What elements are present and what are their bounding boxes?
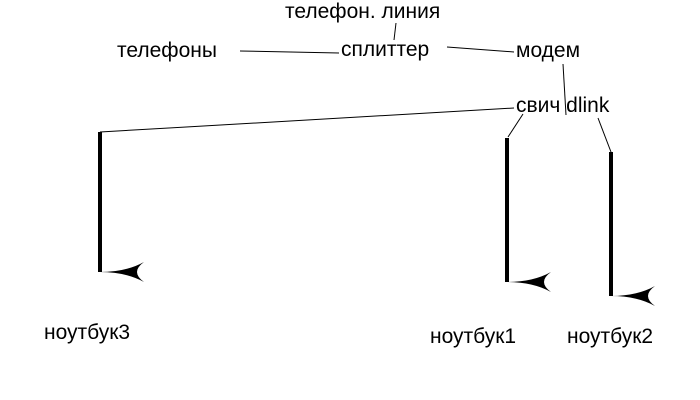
edge-phones-to-splitter: [239, 50, 340, 54]
edge-modem-to-switch: [562, 63, 567, 116]
edge-phone-line-to-splitter: [393, 22, 397, 41]
edge-splitter-to-modem: [446, 46, 515, 53]
edge-switch-to-laptop2: [597, 117, 612, 153]
node-laptop3: ноутбук3: [44, 321, 131, 344]
node-splitter: сплиттер: [341, 38, 430, 61]
node-phone-line: телефон. линия: [285, 0, 441, 23]
node-switch: свич dlink: [516, 94, 610, 117]
node-modem: модем: [516, 39, 581, 62]
edge-switch-to-laptop3: [99, 107, 515, 133]
node-laptop1: ноутбук1: [430, 325, 517, 348]
node-phones: телефоны: [117, 39, 217, 62]
edge-switch-to-laptop1: [507, 113, 524, 138]
node-laptop2: ноутбук2: [567, 325, 654, 348]
